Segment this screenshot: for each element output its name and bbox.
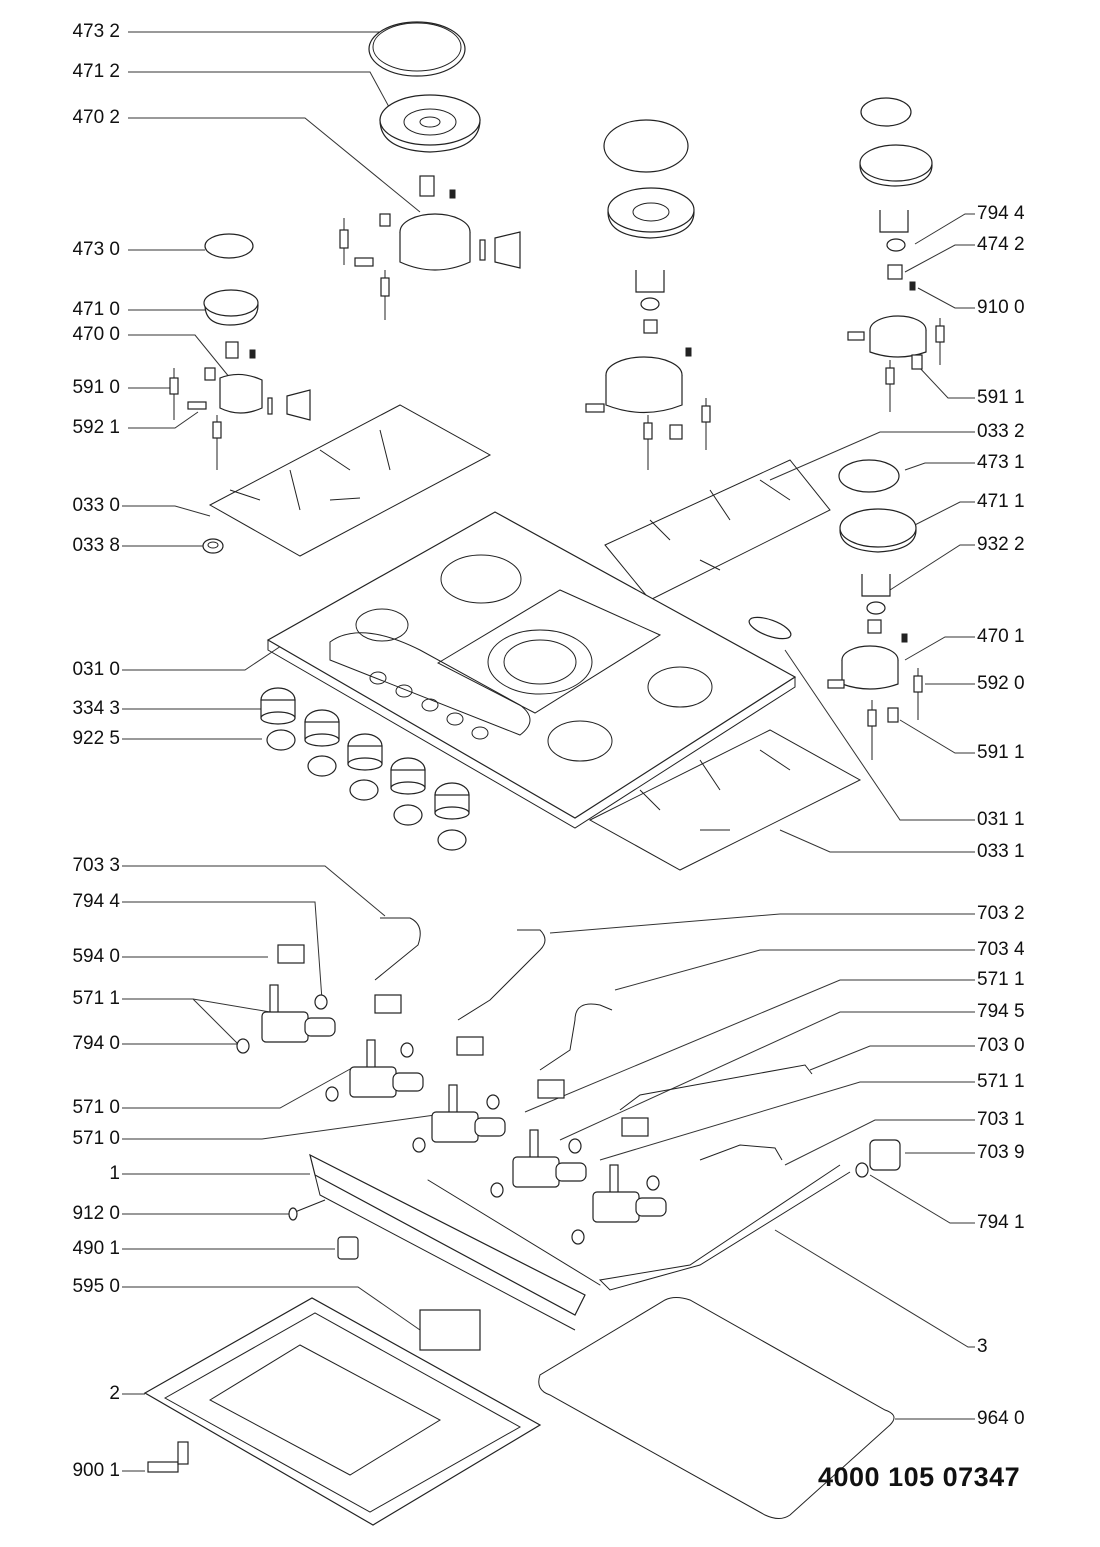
part-label-794-5: 794 5 — [977, 1001, 1025, 1022]
burner-cap-small — [204, 233, 254, 259]
part-label-912-0: 912 0 — [72, 1203, 120, 1224]
part-label-592-0: 592 0 — [977, 673, 1025, 694]
burner-body-small — [169, 341, 311, 470]
document-number: 4000 105 07347 — [818, 1462, 1021, 1492]
part-label-964-0: 964 0 — [977, 1408, 1025, 1429]
part-label-703-9: 703 9 — [977, 1142, 1025, 1163]
part-label-594-0: 594 0 — [72, 946, 120, 967]
part-label-033-8: 033 8 — [72, 535, 120, 556]
ignition-unit — [419, 1309, 481, 1351]
burner-right-middle — [827, 459, 923, 760]
part-label-471-2: 471 2 — [72, 61, 120, 82]
part-label-900-1: 900 1 — [72, 1460, 120, 1481]
part-label-703-0: 703 0 — [977, 1035, 1025, 1056]
part-label-470-0: 470 0 — [72, 324, 120, 345]
hob-gasket — [538, 1297, 895, 1519]
part-label-490-1: 490 1 — [72, 1238, 120, 1259]
seal-rings — [236, 994, 660, 1245]
elbow-fitting — [855, 1139, 901, 1178]
fixing-clip — [147, 1441, 189, 1473]
part-label-1: 1 — [109, 1163, 120, 1184]
part-label-591-1: 591 1 — [977, 742, 1025, 763]
part-label-2: 2 — [109, 1383, 120, 1404]
part-label-703-3: 703 3 — [72, 855, 120, 876]
part-label-471-0: 471 0 — [72, 299, 120, 320]
part-label-033-1: 033 1 — [977, 841, 1025, 862]
gas-valves — [261, 984, 667, 1223]
part-label-910-0: 910 0 — [977, 297, 1025, 318]
part-label-470-1: 470 1 — [977, 626, 1025, 647]
part-label-591-1: 591 1 — [977, 387, 1025, 408]
part-label-571-0: 571 0 — [72, 1128, 120, 1149]
thermocouple-magnets — [277, 944, 649, 1137]
burner-cap-large — [368, 21, 466, 77]
part-label-031-0: 031 0 — [72, 659, 120, 680]
part-label-703-2: 703 2 — [977, 903, 1025, 924]
pan-support-upper-right — [604, 459, 831, 601]
part-label-591-0: 591 0 — [72, 377, 120, 398]
part-label-794-4: 794 4 — [977, 203, 1025, 224]
part-label-470-2: 470 2 — [72, 107, 120, 128]
pan-support-lower-right — [588, 729, 862, 871]
cooktop-plate — [266, 511, 797, 829]
pan-support-left — [208, 404, 492, 557]
spacer — [337, 1236, 359, 1260]
part-label-571-1: 571 1 — [977, 969, 1025, 990]
base-tray — [143, 1297, 542, 1526]
gas-pipes — [374, 917, 851, 1291]
part-label-595-0: 595 0 — [72, 1276, 120, 1297]
part-label-703-4: 703 4 — [977, 939, 1025, 960]
part-label-473-0: 473 0 — [72, 239, 120, 260]
burner-crown-large — [379, 94, 481, 153]
part-label-571-0: 571 0 — [72, 1097, 120, 1118]
part-label-794-0: 794 0 — [72, 1033, 120, 1054]
part-label-471-1: 471 1 — [977, 491, 1025, 512]
part-label-932-2: 932 2 — [977, 534, 1025, 555]
part-label-571-1: 571 1 — [977, 1071, 1025, 1092]
burner-crown-small — [203, 289, 259, 326]
part-label-703-1: 703 1 — [977, 1109, 1025, 1130]
part-label-571-1: 571 1 — [72, 988, 120, 1009]
part-label-473-2: 473 2 — [72, 21, 120, 42]
control-knobs — [260, 687, 470, 820]
leader-lines — [122, 31, 436, 1472]
part-label-031-1: 031 1 — [977, 809, 1025, 830]
part-label-334-3: 334 3 — [72, 698, 120, 719]
burner-center — [585, 119, 711, 470]
part-label-033-2: 033 2 — [977, 421, 1025, 442]
screw — [288, 1199, 326, 1221]
front-bracket — [309, 1153, 586, 1331]
part-label-033-0: 033 0 — [72, 495, 120, 516]
knob-bezels — [266, 729, 467, 851]
pan-support-foot — [202, 538, 224, 554]
part-label-473-1: 473 1 — [977, 452, 1025, 473]
part-label-474-2: 474 2 — [977, 234, 1025, 255]
part-label-794-1: 794 1 — [977, 1212, 1025, 1233]
part-label-922-5: 922 5 — [72, 728, 120, 749]
burner-body-large — [339, 175, 521, 320]
part-label-3: 3 — [977, 1336, 988, 1357]
part-label-794-4: 794 4 — [72, 891, 120, 912]
burner-upper-right — [847, 97, 945, 412]
part-label-592-1: 592 1 — [72, 417, 120, 438]
